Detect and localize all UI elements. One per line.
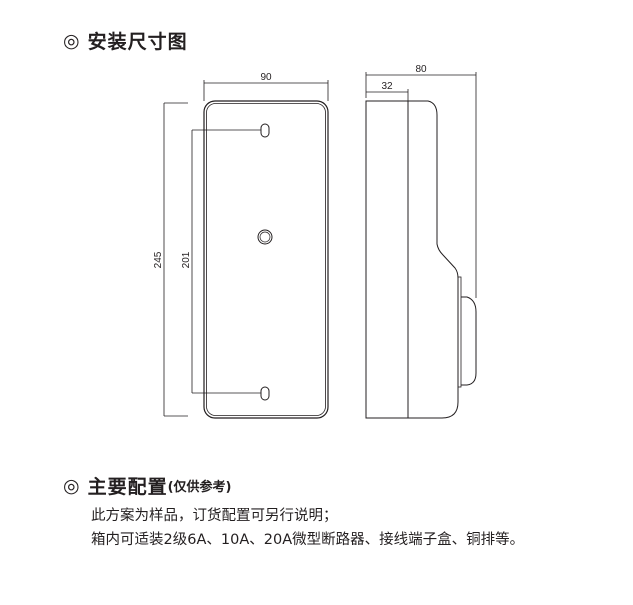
bottom-mounting-slot	[260, 386, 270, 401]
height-dimension-label: 245	[153, 251, 164, 268]
double-circle-bullet-icon: ◎	[63, 474, 80, 497]
base-depth-dimension-label: 32	[381, 81, 393, 92]
install-dimensions-heading: ◎ 安装尺寸图	[63, 27, 188, 54]
top-mounting-slot	[260, 123, 270, 138]
config-line-components: 箱内可适装2级6A、10A、20A微型断路器、接线端子盒、铜排等。	[91, 532, 525, 548]
config-line-sample: 此方案为样品，订货配置可另行说明；	[91, 508, 338, 524]
hole-spacing-dimension-label: 201	[181, 251, 192, 268]
reference-only-note: (仅供参考)	[167, 480, 232, 495]
side-view	[365, 72, 477, 419]
main-config-heading: ◎ 主要配置 (仅供参考)	[63, 472, 232, 499]
install-dimensions-title: 安装尺寸图	[87, 31, 188, 53]
main-config-title: 主要配置	[87, 476, 168, 498]
center-hole	[257, 229, 273, 245]
width-dimension-label: 90	[260, 72, 272, 83]
depth-dimension-label: 80	[415, 64, 427, 75]
double-circle-bullet-icon: ◎	[63, 29, 80, 52]
front-view	[163, 80, 329, 419]
